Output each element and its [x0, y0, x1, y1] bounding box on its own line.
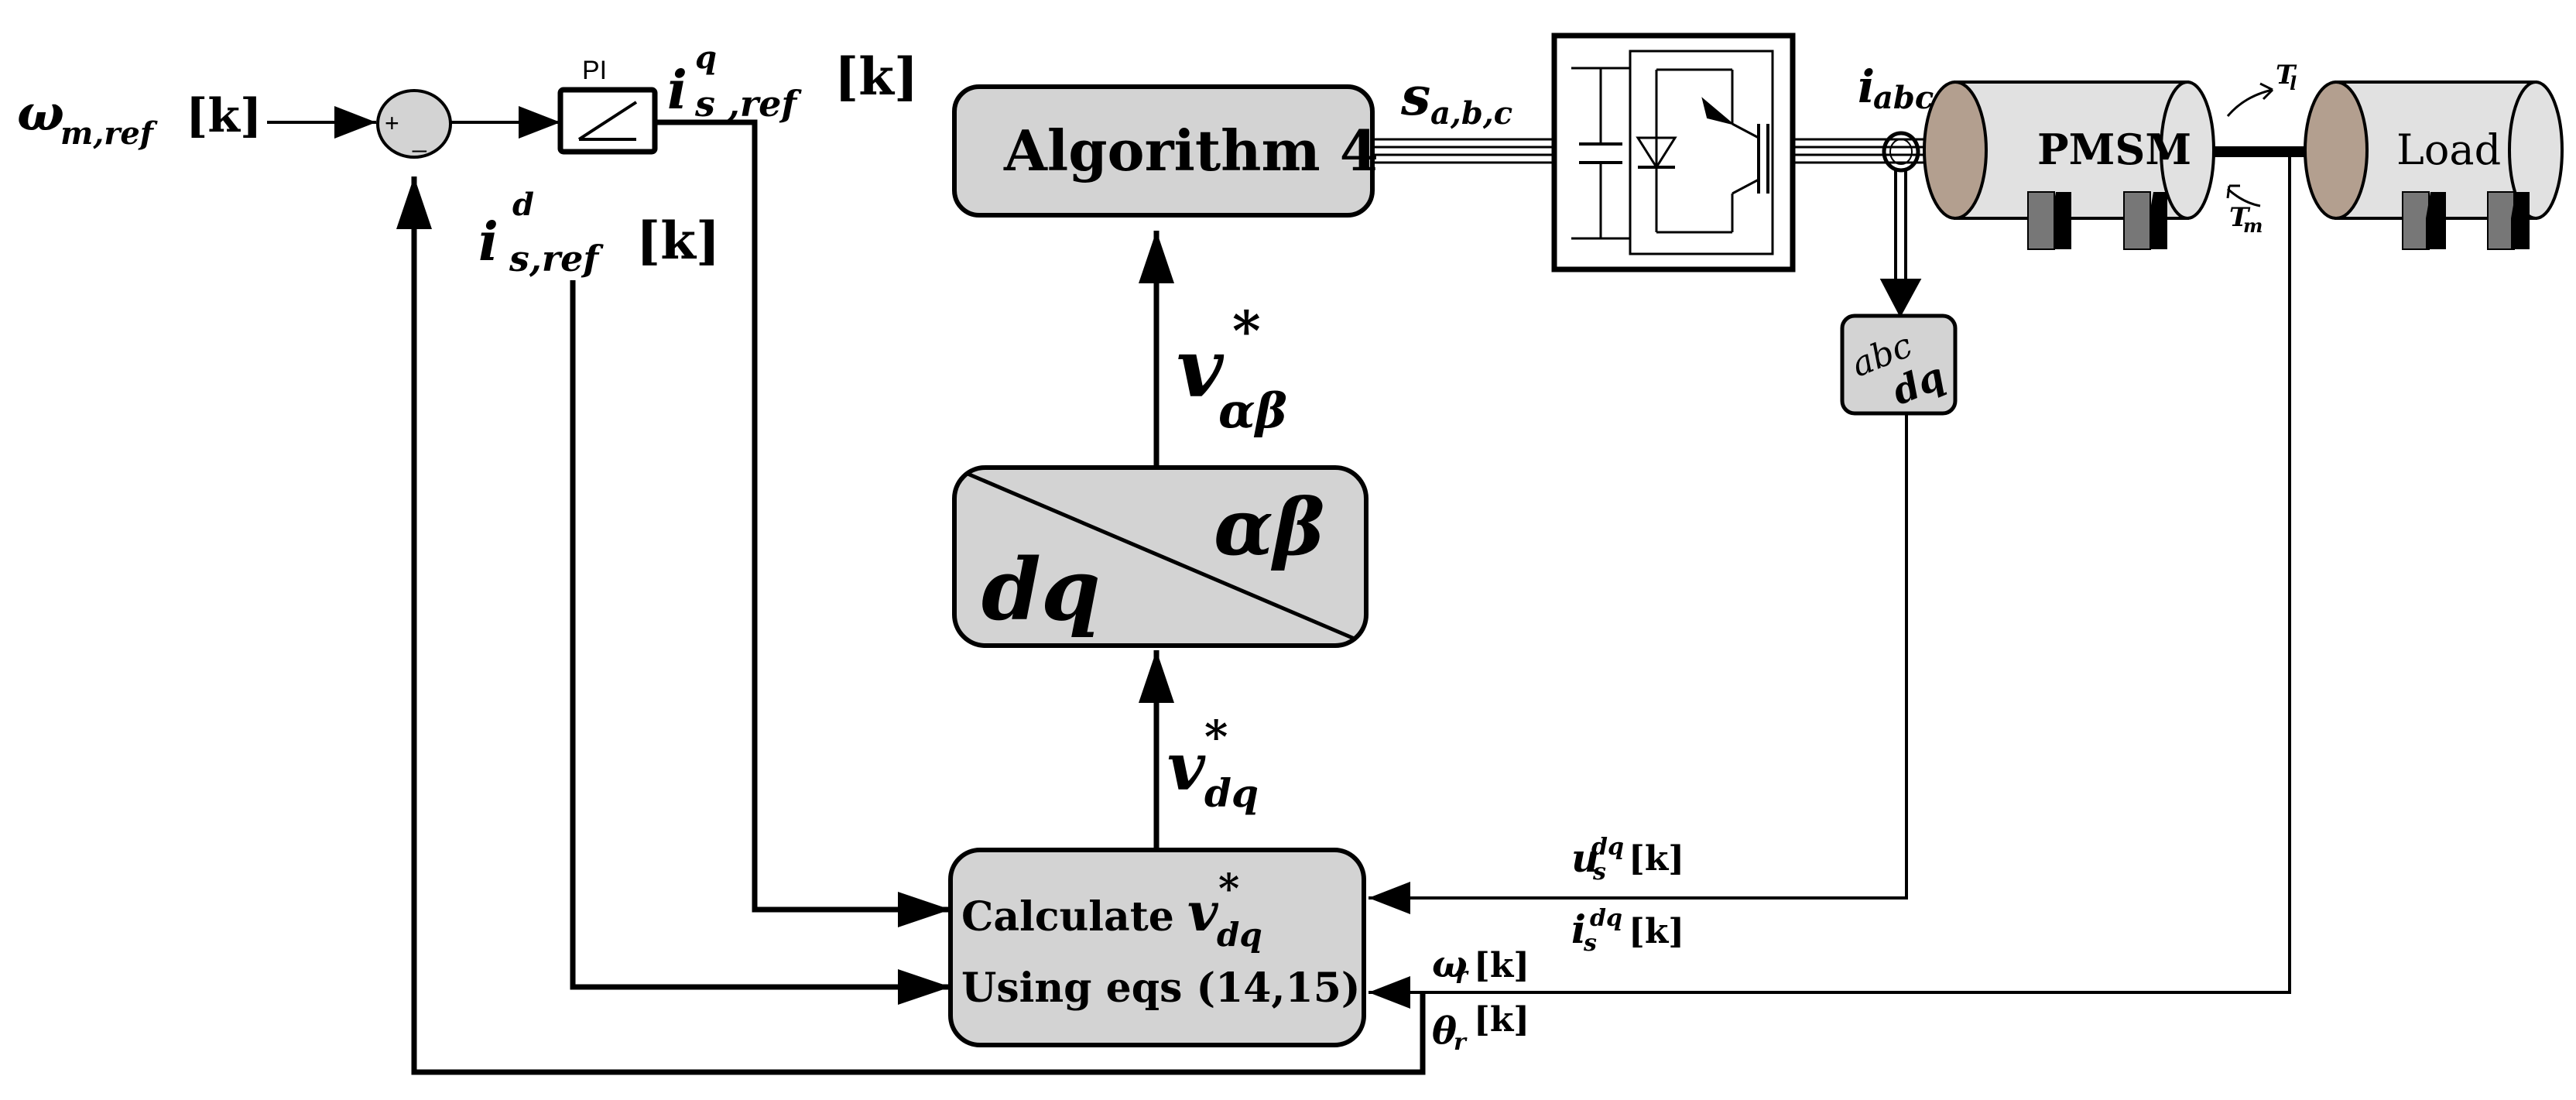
svg-text:T: T: [2276, 60, 2297, 91]
svg-text:[k]: [k]: [1629, 839, 1684, 879]
rotor-speed-label: ω r [k]: [1432, 943, 1530, 989]
pi-controller: PI: [557, 56, 658, 155]
sum-minus-sign: _: [412, 125, 427, 152]
svg-text:i: i: [1858, 60, 1875, 113]
speed-reference-label: ω m,ref [k]: [17, 84, 262, 152]
speed-feedback-line: [396, 176, 1426, 1075]
svg-text:ω: ω: [1432, 943, 1468, 986]
svg-text:a,b,c: a,b,c: [1430, 95, 1512, 132]
inverter: [1551, 33, 1796, 272]
svg-text:s: s: [1400, 66, 1430, 128]
svg-text:θ: θ: [1432, 1009, 1457, 1053]
svg-text:i: i: [667, 60, 687, 122]
svg-text:*: *: [1232, 299, 1261, 363]
svg-text:i: i: [478, 211, 498, 273]
current-sensor: [1882, 131, 1920, 173]
calc-line2: Using eqs (14,15): [961, 965, 1361, 1012]
calc-v-symbol: v * dq: [1187, 865, 1262, 954]
svg-text:m,ref: m,ref: [60, 115, 158, 152]
rotor-angle-label: θ r [k]: [1432, 1000, 1530, 1056]
svg-text:s: s: [1583, 930, 1597, 957]
load-torque-label: T l: [2276, 60, 2297, 94]
switching-signal-bundle: [1372, 138, 1554, 164]
svg-text:q: q: [695, 39, 717, 76]
load-label: Load: [2396, 125, 2501, 174]
svg-text:s: s: [1592, 858, 1606, 886]
sum-plus-sign: +: [385, 109, 399, 137]
pi-label: PI: [582, 56, 607, 85]
id-ref-line: [570, 280, 951, 1005]
calculate-block: Calculate v * dq Using eqs (14,15): [948, 848, 1366, 1047]
svg-text:s,ref: s,ref: [509, 238, 604, 279]
switching-signal-label: s a,b,c: [1400, 66, 1512, 132]
torque-indicator: [2226, 82, 2274, 207]
voltage-feedback-label: u s dq [k]: [1571, 834, 1684, 886]
dq-alphabeta-transform: dq αβ: [952, 465, 1368, 648]
svg-text:s ,ref: s ,ref: [694, 83, 802, 125]
svg-text:u: u: [1571, 835, 1599, 881]
svg-text:r: r: [1455, 962, 1469, 989]
pmsm-label: PMSM: [2037, 125, 2191, 174]
svg-text:αβ: αβ: [1218, 382, 1287, 439]
phase-current-label: i abc: [1858, 60, 1934, 116]
svg-text:l: l: [2290, 72, 2297, 94]
svg-text:[k]: [k]: [1474, 1000, 1530, 1040]
algorithm-label: Algorithm 4: [1003, 118, 1379, 183]
svg-text:dq: dq: [1590, 905, 1622, 932]
pmsm-motor: PMSM: [1923, 81, 2215, 250]
svg-text:dq: dq: [1204, 770, 1259, 816]
svg-text:[k]: [k]: [834, 46, 918, 107]
svg-text:[k]: [k]: [636, 211, 720, 271]
svg-text:m: m: [2243, 214, 2263, 237]
rotor-feedback-line: [1368, 152, 2291, 1009]
svg-text:v: v: [1177, 320, 1225, 416]
transform-dq-label: dq: [981, 540, 1101, 639]
sensor-to-transform-line: [1879, 170, 1922, 318]
svg-text:T: T: [2229, 202, 2251, 233]
measured-feedback-line: [1368, 413, 1908, 914]
svg-text:i: i: [1571, 906, 1586, 952]
summing-junction: + _: [376, 89, 452, 159]
algorithm-block: Algorithm 4: [952, 84, 1379, 218]
svg-text:dq: dq: [1217, 916, 1262, 954]
svg-text:ω: ω: [17, 84, 64, 142]
svg-text:d: d: [512, 187, 534, 223]
svg-text:[k]: [k]: [1629, 912, 1684, 951]
svg-text:*: *: [1204, 711, 1228, 763]
svg-text:v: v: [1167, 728, 1206, 805]
calc-line1: Calculate: [961, 893, 1174, 941]
iq-reference-label: i q s ,ref [k]: [667, 39, 918, 125]
svg-text:*: *: [1218, 865, 1239, 913]
svg-text:v: v: [1187, 882, 1219, 944]
vdq-label: v * dq: [1167, 711, 1259, 816]
valphabeta-label: v * αβ: [1177, 299, 1287, 439]
load-machine: Load: [2304, 81, 2564, 250]
svg-text:dq: dq: [1591, 834, 1624, 861]
svg-text:r: r: [1454, 1029, 1468, 1056]
transform-alphabeta-label: αβ: [1214, 481, 1324, 573]
svg-text:[k]: [k]: [186, 89, 262, 143]
motor-torque-label: T m: [2229, 202, 2263, 237]
id-reference-label: i d s,ref [k]: [478, 187, 720, 279]
abc-dq-transform: abc dq: [1840, 314, 1958, 416]
iq-ref-line: [655, 119, 951, 927]
svg-text:abc: abc: [1873, 80, 1934, 116]
svg-text:[k]: [k]: [1474, 946, 1530, 985]
current-feedback-label: i s dq [k]: [1571, 905, 1684, 957]
